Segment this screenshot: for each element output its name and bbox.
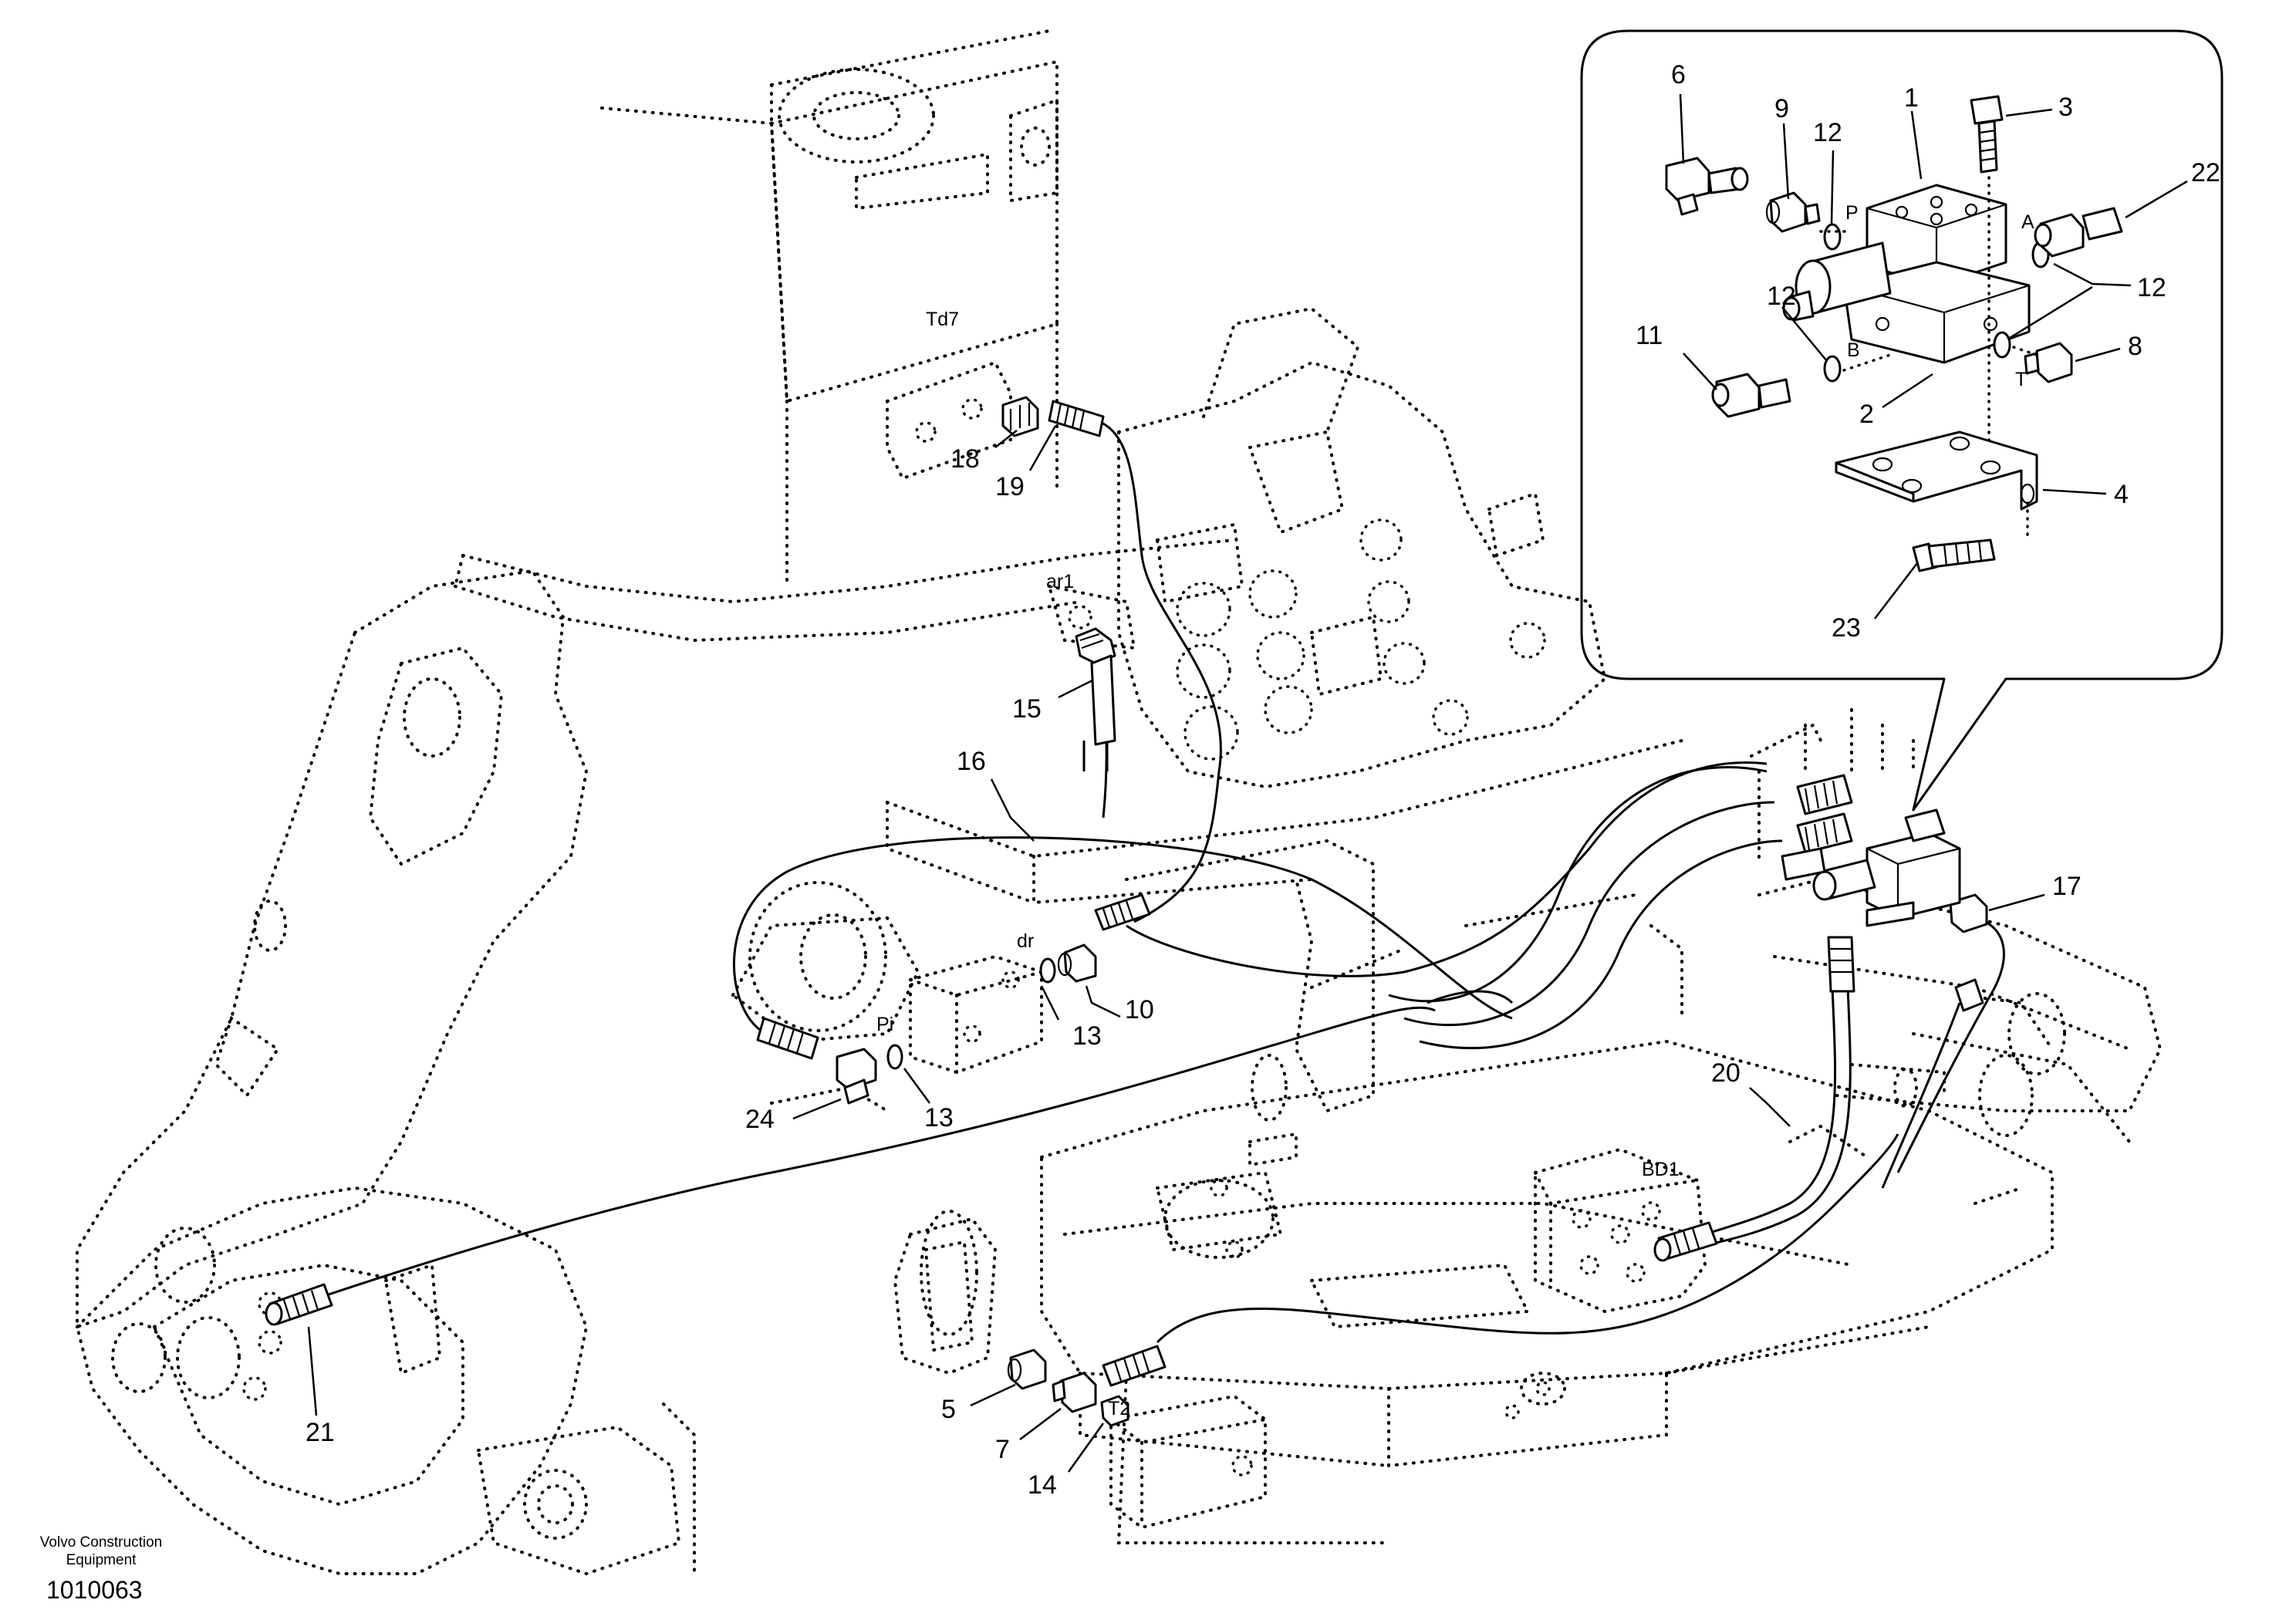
- label-9: 9: [1774, 94, 1789, 123]
- oring-12-p: [1823, 223, 1842, 251]
- port-p: P: [1845, 202, 1859, 224]
- label-10: 10: [1125, 995, 1154, 1024]
- fitting-9: [1765, 191, 1821, 233]
- port-a: A: [2021, 211, 2034, 233]
- hose-end-20-bottom: [1653, 1221, 1718, 1262]
- label-1: 1: [1904, 83, 1919, 113]
- fitting-11: [1711, 373, 1791, 418]
- fitting-8: [2024, 342, 2073, 383]
- leader-lines: [307, 93, 2188, 1473]
- hose-end-21: [265, 1283, 333, 1326]
- label-7: 7: [995, 1435, 1010, 1464]
- label-3: 3: [2058, 93, 2073, 122]
- port-ar1: ar1: [1046, 571, 1074, 592]
- port-bd1: BD1: [1642, 1159, 1680, 1180]
- port-b: B: [1847, 339, 1860, 361]
- credit-line-1: Volvo Construction: [39, 1534, 163, 1551]
- oring-13a: [1039, 957, 1056, 984]
- label-17: 17: [2052, 872, 2082, 901]
- label-11: 11: [1636, 321, 1663, 350]
- label-5: 5: [941, 1395, 956, 1424]
- label-15: 15: [1012, 694, 1042, 724]
- label-18: 18: [950, 444, 980, 474]
- fitting-22: [2034, 207, 2123, 258]
- fitting-5: [1007, 1348, 1047, 1390]
- valve-installed: [1781, 774, 1961, 927]
- port-dr: dr: [1017, 930, 1034, 952]
- fitting-10: [1057, 943, 1097, 983]
- fitting-6: [1665, 157, 1749, 216]
- bracket-4: [1835, 430, 2038, 542]
- label-13b: 13: [924, 1103, 954, 1132]
- fitting-17: [1949, 893, 1988, 1012]
- fitting-7: [1052, 1372, 1097, 1413]
- oring-13b: [886, 1044, 903, 1070]
- label-12-b: 12: [1767, 282, 1796, 311]
- hose-end-20-top: [1827, 936, 1855, 993]
- label-8: 8: [2128, 332, 2142, 361]
- document-number: 1010063: [46, 1576, 143, 1604]
- detail-callout: [1580, 29, 2223, 812]
- hose-end-24: [756, 1017, 819, 1060]
- label-20: 20: [1711, 1058, 1741, 1088]
- oring-12-b: [1823, 355, 1842, 383]
- oring-12-t: [1993, 331, 2011, 359]
- bolt-23: [1912, 538, 1996, 572]
- fitting-19: [1048, 400, 1105, 437]
- label-21: 21: [306, 1418, 335, 1447]
- label-12-p: 12: [1813, 118, 1842, 147]
- label-6: 6: [1671, 60, 1686, 89]
- label-19: 19: [995, 472, 1025, 501]
- fitting-14: [1100, 1395, 1129, 1427]
- label-14: 14: [1028, 1470, 1057, 1500]
- fitting-15: [1075, 627, 1116, 746]
- fitting-24: [836, 1048, 877, 1105]
- port-t2: T2: [1108, 1398, 1130, 1419]
- hose-end-dr: [1094, 893, 1151, 931]
- hoses: [323, 419, 2005, 1344]
- credit-line-2: Equipment: [66, 1552, 137, 1568]
- fittings: [265, 396, 1988, 1427]
- bolt-3: [1970, 95, 2004, 464]
- label-12-right: 12: [2137, 273, 2166, 302]
- port-td7: Td7: [926, 309, 959, 330]
- label-4: 4: [2114, 480, 2129, 509]
- label-23: 23: [1832, 613, 1861, 643]
- item-numbers: 1 2 3 4 6 9 12 12 12 11 8 22 23 18 19 15…: [306, 60, 2220, 1500]
- label-2: 2: [1859, 400, 1874, 429]
- port-labels: P A B T Td7 ar1 dr Pi T2 BD1: [876, 202, 2034, 1419]
- port-t: T: [2015, 369, 2027, 390]
- label-22: 22: [2191, 158, 2220, 187]
- label-24: 24: [745, 1105, 775, 1134]
- hose-end-bottom: [1102, 1345, 1167, 1387]
- machine-outline: [75, 29, 2163, 1576]
- publisher-credit: Volvo Construction Equipment: [28, 1534, 174, 1569]
- port-pi: Pi: [876, 1014, 893, 1035]
- label-16: 16: [957, 747, 986, 776]
- solenoid-cartridge: [1782, 241, 1892, 322]
- label-13a: 13: [1072, 1021, 1102, 1051]
- fitting-18: [1001, 396, 1039, 437]
